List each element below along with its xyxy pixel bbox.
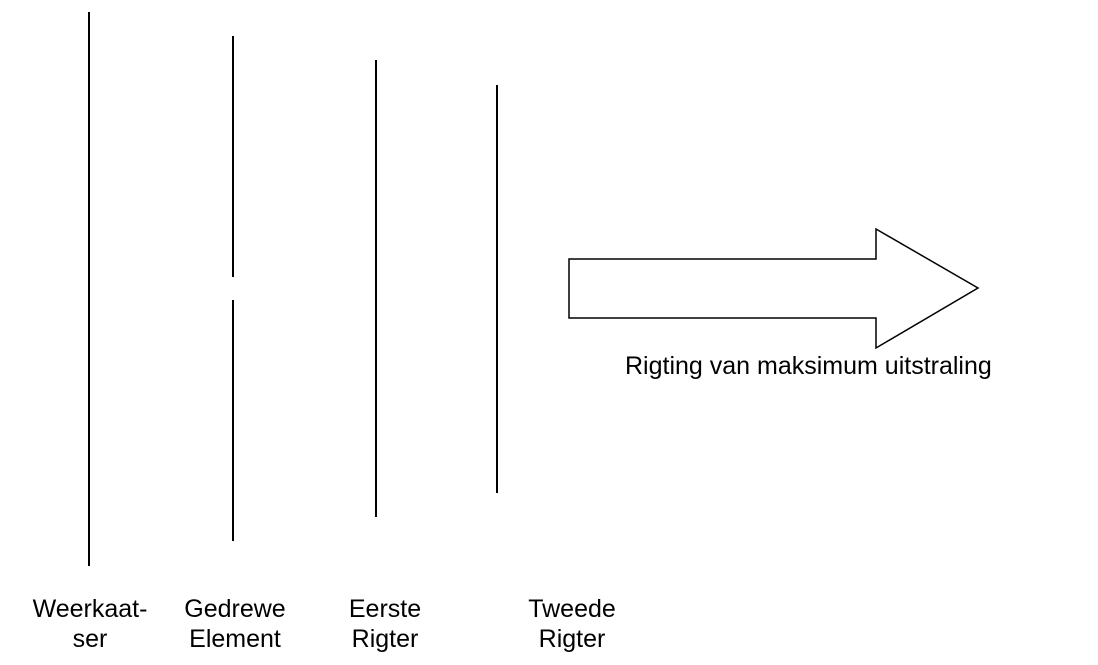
arrow-caption: Rigting van maksimum uitstraling — [625, 352, 992, 380]
first-director-label-line2: Rigter — [351, 625, 419, 653]
second-director-label-line2: Rigter — [538, 625, 606, 653]
first-director-label: Eerste Rigter — [325, 594, 445, 654]
second-director-label: Tweede Rigter — [512, 594, 632, 654]
reflector-label-line2: ser — [72, 625, 108, 653]
driven-element-label-line1: Gedrewe — [184, 595, 286, 623]
reflector-label-line1: Weerkaat- — [32, 595, 148, 623]
second-director-label-line1: Tweede — [528, 595, 616, 623]
first-director-label-line1: Eerste — [348, 595, 422, 623]
driven-element-label-line2: Element — [189, 625, 281, 653]
radiation-direction-arrow — [568, 227, 980, 350]
driven-element-label: Gedrewe Element — [145, 594, 325, 654]
reflector-label: Weerkaat- ser — [0, 594, 180, 654]
